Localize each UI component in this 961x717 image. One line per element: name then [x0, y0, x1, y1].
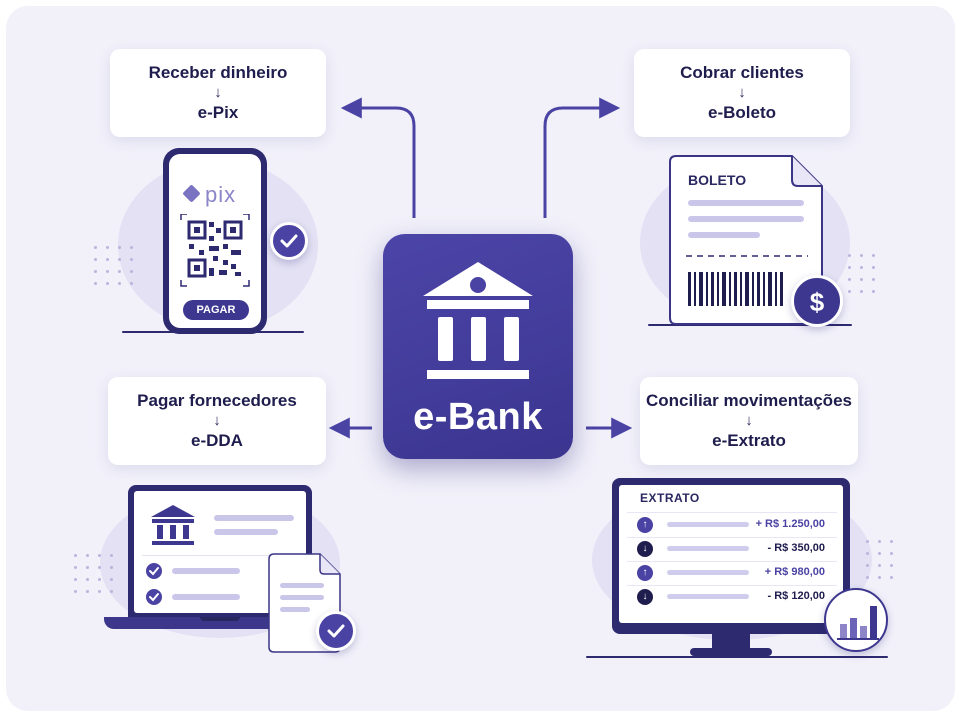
pix-logo: pix: [205, 182, 237, 207]
divider: [627, 512, 837, 513]
placeholder-line: [172, 594, 240, 600]
placeholder-line: [172, 568, 240, 574]
statement-amount: - R$ 120,00: [767, 590, 825, 602]
node-conciliar-product: e-Extrato: [712, 431, 786, 450]
ebank-title: e-Bank: [413, 396, 543, 438]
phone-screen: pix PAGAR: [169, 154, 261, 328]
node-pagar-product: e-DDA: [191, 431, 243, 450]
node-conciliar-card[interactable]: Conciliar movimentações ↓ e-Extrato: [640, 377, 858, 465]
arrow-down-icon: ↓: [637, 589, 653, 605]
check-badge-icon: [270, 222, 308, 260]
bank-icon: [423, 262, 533, 379]
monitor-foot: [690, 648, 772, 656]
placeholder-line: [214, 515, 294, 521]
monitor-screen: [619, 485, 843, 623]
statement-amount: + R$ 980,00: [764, 566, 825, 578]
node-cobrar-title: Cobrar clientes: [680, 63, 804, 82]
statement-amount: + R$ 1.250,00: [755, 518, 825, 530]
boleto-title: BOLETO: [688, 172, 747, 188]
pix-diamond-icon: [182, 184, 201, 203]
monitor-illustration: [612, 478, 850, 634]
node-receber-card[interactable]: Receber dinheiro ↓ e-Pix: [110, 49, 326, 137]
node-receber-product: e-Pix: [197, 103, 239, 122]
statement-row[interactable]: ↑ + R$ 980,00: [627, 562, 837, 584]
node-cobrar-product: e-Boleto: [708, 103, 776, 122]
placeholder-line: [667, 522, 749, 527]
node-pagar-title: Pagar fornecedores: [137, 391, 297, 410]
placeholder-line: [667, 570, 749, 575]
dollar-symbol: $: [809, 287, 825, 317]
dollar-coin-icon: $: [791, 275, 843, 327]
down-arrow-icon: ↓: [214, 84, 222, 101]
divider: [142, 555, 298, 556]
check-icon: [146, 589, 162, 605]
node-conciliar-title: Conciliar movimentações: [646, 391, 852, 410]
phone-notch: [196, 148, 222, 154]
extrato-title: EXTRATO: [640, 491, 700, 505]
node-cobrar-card[interactable]: Cobrar clientes ↓ e-Boleto: [634, 49, 850, 137]
dots-decoration: [94, 246, 133, 285]
placeholder-line: [214, 529, 278, 535]
monitor-neck: [712, 634, 750, 650]
divider: [627, 537, 837, 538]
arrow-to-pix: [340, 97, 416, 218]
ground-line: [586, 656, 888, 658]
arrow-up-icon: ↑: [637, 565, 653, 581]
boleto-document: [669, 155, 823, 325]
phone-illustration: pix PAGAR: [163, 148, 267, 334]
statement-amount: - R$ 350,00: [767, 542, 825, 554]
statement-row[interactable]: ↑ + R$ 1.250,00: [627, 514, 837, 536]
placeholder-line: [667, 594, 749, 599]
dots-decoration: [74, 554, 113, 593]
arrow-down-icon: ↓: [637, 541, 653, 557]
node-pagar-card[interactable]: Pagar fornecedores ↓ e-DDA: [108, 377, 326, 465]
dots-decoration: [866, 540, 893, 579]
laptop-illustration: [128, 485, 312, 617]
down-arrow-icon: ↓: [745, 412, 753, 429]
arrow-up-icon: ↑: [637, 517, 653, 533]
statement-row[interactable]: ↓ - R$ 120,00: [627, 586, 837, 608]
bank-icon: [151, 505, 195, 545]
down-arrow-icon: ↓: [213, 412, 221, 429]
qr-code-icon: [180, 214, 250, 287]
statement-row[interactable]: ↓ - R$ 350,00: [627, 538, 837, 560]
dots-decoration: [848, 254, 875, 293]
pagar-button[interactable]: PAGAR: [183, 300, 249, 320]
arrow-to-boleto: [543, 97, 621, 218]
bar-chart-icon: [824, 588, 888, 652]
check-icon: [146, 563, 162, 579]
down-arrow-icon: ↓: [738, 84, 746, 101]
check-badge-icon: [316, 611, 356, 651]
divider: [627, 561, 837, 562]
ebank-center-card[interactable]: e-Bank: [383, 234, 573, 459]
placeholder-line: [667, 546, 749, 551]
node-receber-title: Receber dinheiro: [148, 63, 288, 82]
divider: [627, 585, 837, 586]
